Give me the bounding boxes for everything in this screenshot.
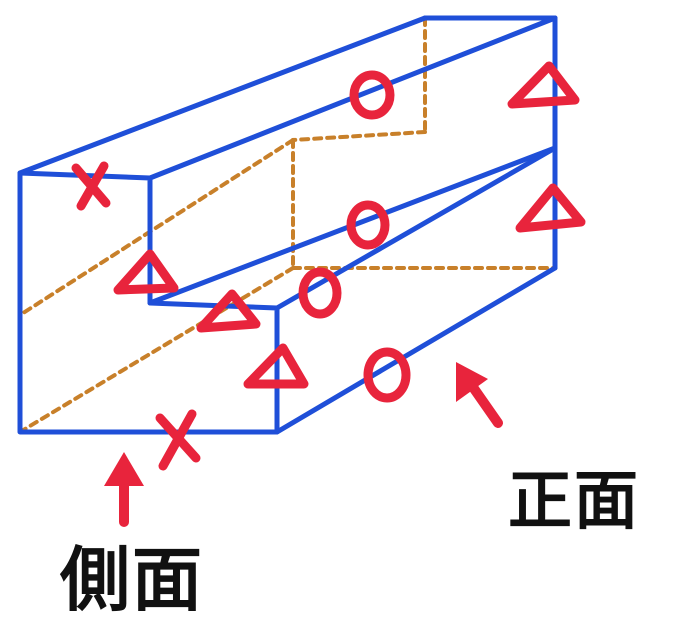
hidden-edge: [18, 138, 295, 317]
circle-marker: [346, 200, 390, 250]
hidden-edges: [18, 16, 557, 434]
triangle-marker: [515, 183, 586, 233]
arrow-icon: [104, 452, 144, 527]
side-view-label: 側面: [60, 538, 204, 621]
step-edge: [274, 145, 558, 311]
cross-marker: [71, 161, 111, 211]
triangle-marker: [196, 289, 261, 333]
circle-marker: [363, 347, 411, 403]
front-view-label: 正面: [508, 464, 640, 539]
bottom-edge: [274, 265, 558, 435]
triangle-marker: [113, 249, 179, 295]
circle-marker: [349, 70, 395, 120]
triangle-marker: [243, 343, 309, 389]
triangle-marker: [507, 61, 580, 109]
hidden-edge: [18, 266, 295, 434]
cross-marker: [155, 409, 201, 471]
markers: [71, 61, 586, 471]
arrow-icon: [456, 362, 503, 428]
top-edge: [17, 15, 428, 176]
view-arrows: [104, 362, 503, 527]
circle-marker: [298, 267, 342, 319]
hidden-edge: [291, 130, 427, 142]
visible-edges: [17, 15, 558, 435]
